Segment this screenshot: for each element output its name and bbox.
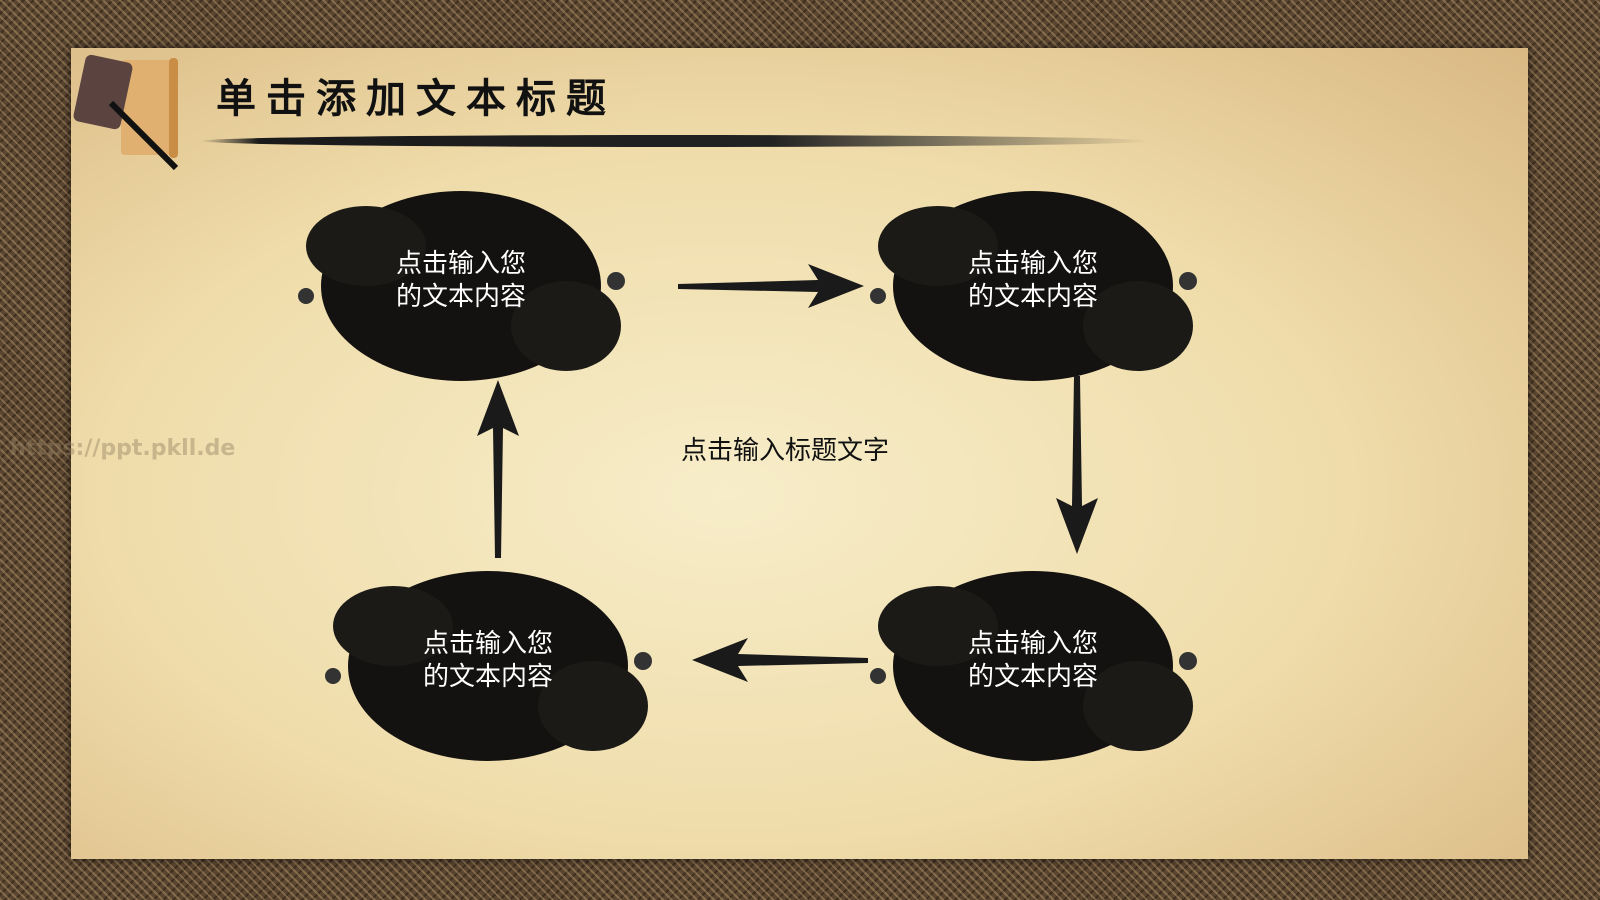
brush-stroke-divider [201, 135, 1151, 147]
box-text-line2: 的文本内容 [395, 282, 526, 312]
slide: 单击添加文本标题 [71, 48, 1528, 859]
arrow-down-icon [1056, 376, 1098, 554]
ink-box-bottom-right[interactable]: 点击输入您的文本内容 [858, 556, 1208, 776]
ink-box-top-left[interactable]: 点击输入您的文本内容 [286, 176, 636, 396]
ink-splash-icon [325, 571, 652, 761]
arrow-right-icon [678, 264, 864, 308]
ink-splash-icon [870, 191, 1197, 381]
box-text-line1: 点击输入您 [422, 629, 553, 659]
box-text-line1: 点击输入您 [967, 629, 1098, 659]
center-title[interactable]: 点击输入标题文字 [680, 436, 889, 466]
arrow-up-icon [477, 380, 519, 558]
ink-box-bottom-left[interactable]: 点击输入您的文本内容 [313, 556, 663, 776]
arrow-left-icon [692, 638, 868, 682]
box-text-line2: 的文本内容 [422, 662, 553, 692]
ink-splash-icon [298, 191, 625, 381]
box-text-line2: 的文本内容 [967, 282, 1098, 312]
slide-title[interactable]: 单击添加文本标题 [216, 75, 616, 122]
watermark: https://ppt.pkll.de [10, 436, 236, 461]
inkstone-brush-scroll-icon [73, 54, 179, 171]
box-text-line2: 的文本内容 [967, 662, 1098, 692]
box-text-line1: 点击输入您 [395, 249, 526, 279]
ink-splash-icon [870, 571, 1197, 761]
box-text-line1: 点击输入您 [967, 249, 1098, 279]
ink-box-top-right[interactable]: 点击输入您的文本内容 [858, 176, 1208, 396]
